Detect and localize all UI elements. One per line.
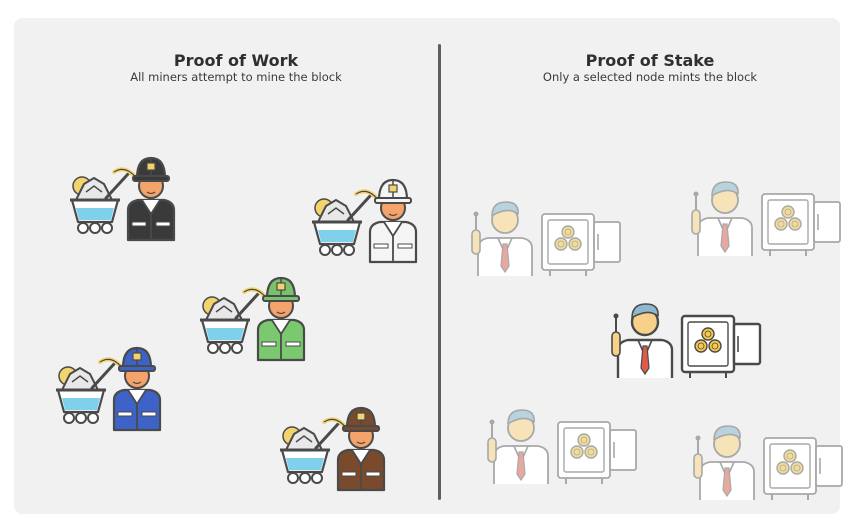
validator-person-icon <box>611 303 674 378</box>
miner-body-icon <box>256 318 306 362</box>
mine-cart-icon <box>70 198 120 234</box>
miner-3 <box>196 268 316 362</box>
coins-icon <box>774 205 802 231</box>
validator-person-icon <box>471 201 533 276</box>
pos-subtitle: Only a selected node mints the block <box>542 70 758 84</box>
miner-1 <box>66 148 186 242</box>
pickaxe-icon <box>314 417 350 450</box>
coins-icon <box>776 449 804 475</box>
safe-icon <box>557 421 637 484</box>
hard-hat-icon <box>342 406 380 432</box>
coins-icon <box>570 433 598 459</box>
validator-person-icon <box>487 409 549 484</box>
hard-hat-icon <box>118 346 156 372</box>
mine-cart-icon <box>280 448 330 484</box>
hard-hat-icon <box>262 276 300 302</box>
safe-icon <box>763 437 843 500</box>
validator-4 <box>486 392 646 486</box>
mine-cart-icon <box>200 318 250 354</box>
hard-hat-icon <box>132 156 170 182</box>
pow-title: Proof of Work <box>173 51 299 70</box>
mine-cart-icon <box>56 388 106 424</box>
miner-5 <box>276 398 396 492</box>
ore-pile-icon <box>317 199 355 223</box>
miner-body-icon <box>112 388 162 432</box>
pow-subtitle: All miners attempt to mine the block <box>130 70 342 84</box>
validator-3 <box>610 286 770 380</box>
miner-body-icon <box>126 198 176 242</box>
pow-heading: Proof of Work All miners attempt to mine… <box>86 51 386 85</box>
validator-5 <box>692 408 850 502</box>
mine-cart-icon <box>312 220 362 256</box>
miner-body-icon <box>336 448 386 492</box>
pickaxe-icon <box>104 167 140 200</box>
pickaxe-icon <box>234 287 270 320</box>
validator-person-icon <box>693 425 755 500</box>
validator-2 <box>690 164 850 258</box>
coins-icon <box>694 327 722 353</box>
miner-body-icon <box>368 220 418 264</box>
pos-title: Proof of Stake <box>585 51 715 70</box>
safe-icon <box>680 314 762 378</box>
safe-icon <box>541 213 621 276</box>
section-divider <box>438 44 441 500</box>
validator-1 <box>470 184 630 278</box>
hard-hat-icon <box>374 178 412 204</box>
validator-person-icon <box>691 181 753 256</box>
pos-heading: Proof of Stake Only a selected node mint… <box>500 51 800 85</box>
miner-2 <box>308 170 428 264</box>
miner-4 <box>52 338 172 432</box>
pickaxe-icon <box>346 189 382 222</box>
safe-icon <box>761 193 841 256</box>
pickaxe-icon <box>90 357 126 390</box>
coins-icon <box>554 225 582 251</box>
diagram-panel <box>14 18 840 514</box>
